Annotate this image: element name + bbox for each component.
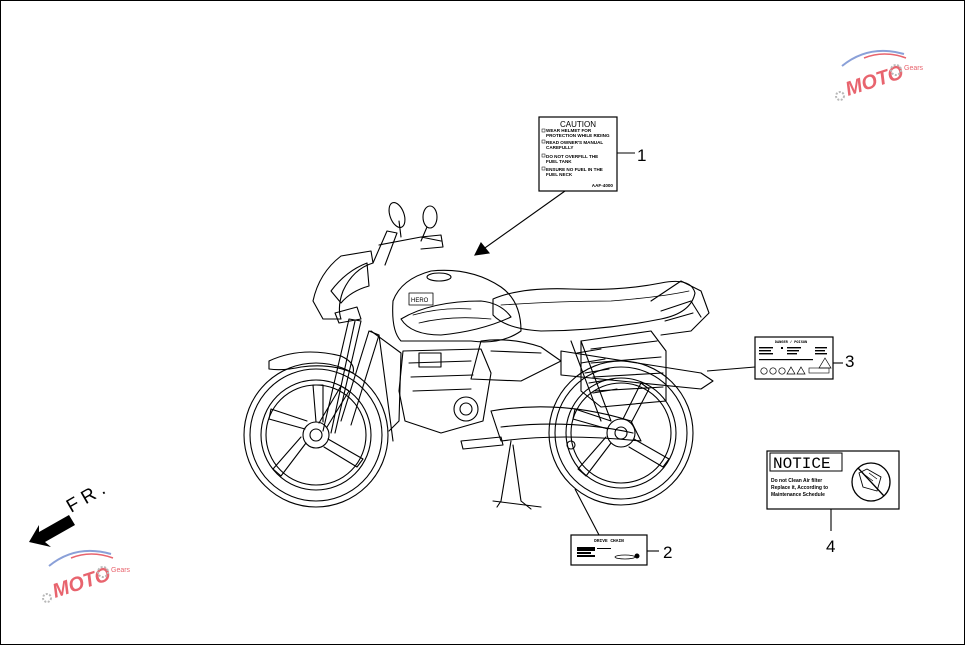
notice-line-3: Maintenance Schedule: [771, 492, 825, 498]
caution-label: CAUTION WEAR HELMET FOR PROTECTION WHILE…: [538, 116, 618, 192]
danger-label: DANGER / POISON: [754, 336, 834, 380]
drive-chain-title: DRIVE CHAIN: [594, 538, 624, 544]
no-cleaning-icon: [851, 462, 891, 502]
leader-lines: [474, 152, 843, 552]
front-direction-arrow: F R .: [29, 479, 109, 547]
front-wheel: [243, 362, 389, 508]
notice-line-1: Do not Clean Air filter: [771, 478, 822, 484]
drive-chain-label: DRIVE CHAIN: [570, 534, 648, 566]
notice-line-2: Replace it, According to: [771, 485, 828, 491]
motorcycle-drawing: HERO: [243, 202, 714, 510]
callout-2: 2: [663, 543, 672, 562]
direction-label: F R .: [63, 479, 109, 518]
leader-line-2: [574, 488, 600, 536]
caution-line-3: READ OWNER'S MANUAL: [546, 140, 603, 145]
leader-line-3: [706, 366, 756, 372]
callout-1: 1: [637, 146, 646, 165]
notice-title: NOTICE: [773, 455, 831, 473]
caution-line-6: FUEL TANK: [546, 159, 572, 164]
caution-line-2: PROTECTION WHILE RIDING: [546, 133, 610, 138]
arrow-head-1: [474, 241, 491, 256]
callout-3: 3: [845, 352, 854, 371]
watermark-logo-top: MOTO Gears: [835, 49, 924, 101]
tank-badge: HERO: [411, 298, 429, 304]
caution-line-4: CAREFULLY: [546, 145, 573, 150]
arrow-left-down-icon: [29, 515, 75, 547]
watermark-sub-top: Gears: [904, 65, 924, 72]
notice-label: NOTICE Do not Clean Air filter Replace i…: [766, 450, 900, 510]
watermark-sub-bottom: Gears: [111, 567, 131, 574]
caution-line-5: DO NOT OVERFILL THE: [546, 154, 598, 159]
watermark-brand-top: MOTO: [843, 61, 907, 100]
danger-title: DANGER / POISON: [775, 340, 807, 345]
caution-line-8: FUEL NECK: [546, 172, 573, 177]
caution-code: AAF-4000: [592, 183, 614, 188]
rear-wheel: [548, 360, 694, 506]
caution-line-1: WEAR HELMET FOR: [546, 128, 592, 133]
caution-line-7: ENSURE NO FUEL IN THE: [546, 167, 603, 172]
callout-4: 4: [826, 537, 835, 556]
leader-line-1: [474, 190, 566, 256]
caution-title: CAUTION: [560, 120, 596, 129]
watermark-brand-bottom: MOTO: [50, 563, 114, 602]
watermark-logo-bottom: MOTO Gears: [42, 549, 131, 603]
